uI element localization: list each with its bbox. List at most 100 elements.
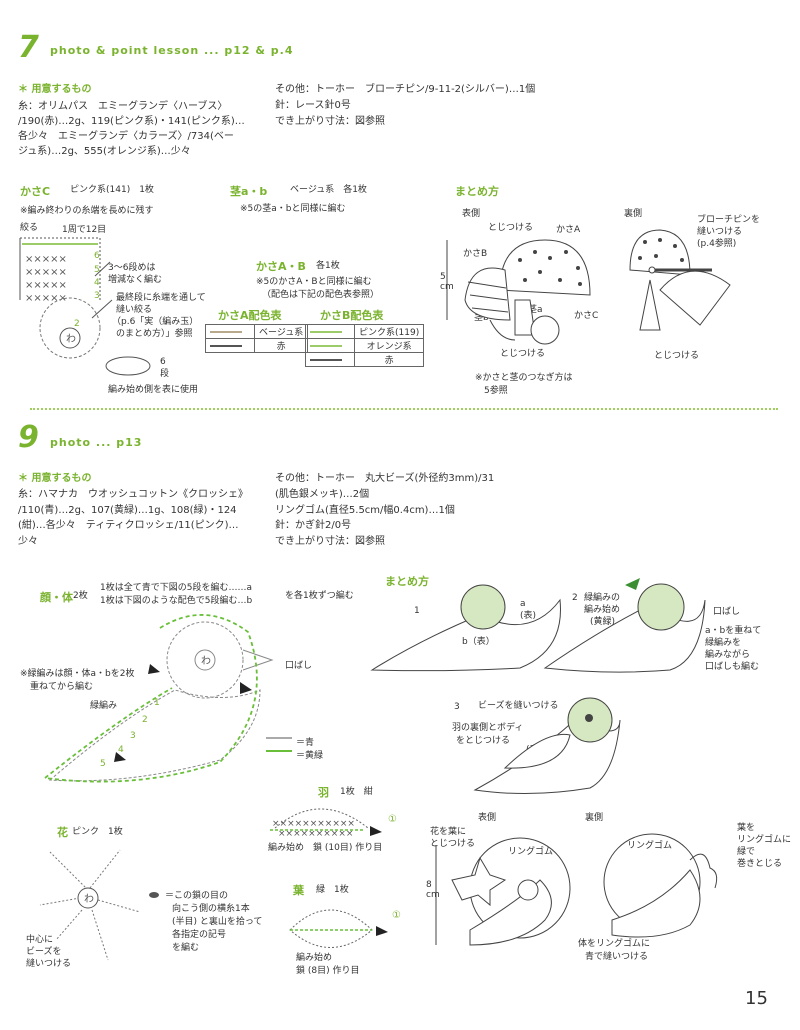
kasaC-row-4: 4 — [94, 278, 100, 288]
section9-other-2: リングゴム(直径5.5cm/幅0.4cm)…1個 — [275, 505, 455, 516]
s7-kasaB: かさB — [463, 249, 488, 259]
kasaC-note-b1: 最終段に糸端を通して — [116, 293, 206, 303]
flower-note1: ＝この鎖の目の — [165, 891, 229, 901]
s9-beak: 口ばし — [713, 607, 741, 617]
kasaC-center: わ — [66, 333, 76, 345]
section9-heading: photo ... p13 — [50, 436, 143, 449]
kasaC-rows: 6段 — [160, 357, 170, 379]
section9-yarn-1: /110(青)…2g、107(黄緑)…1g、108(緑)・124 — [18, 505, 237, 516]
kasaAB-desc: 各1枚 — [316, 261, 340, 271]
s9-ring1: リングゴム — [508, 847, 554, 857]
section9-yarn-2: (紺)…各少々 ティティクロッシェ/11(ピンク)… — [18, 520, 239, 531]
tableA-row: ベージュ系 — [205, 324, 309, 339]
section7-yarn-3: ジュ系)…2g、555(オレンジ系)…少々 — [18, 146, 191, 157]
section7-yarn-2: 各少々 エミーグランデ〈カラーズ〉/734(ベー — [18, 131, 234, 142]
s9-assembly-title: まとめ方 — [385, 575, 429, 588]
flower-center: わ — [84, 893, 94, 905]
section-divider — [30, 408, 778, 410]
wing-mark: ① — [388, 814, 397, 825]
head-beak: 口ばし — [285, 661, 313, 671]
section9-yarn-0: 糸：ハマナカ ウオッシュコットン《クロッシェ》 — [18, 489, 248, 500]
svg-text:×××××: ××××× — [25, 280, 67, 291]
kasaC-round: 1周で12目 — [62, 225, 107, 235]
s9-step2: 2 — [572, 593, 578, 603]
kasaC-desc: ピンク系(141) 1枚 — [70, 185, 154, 195]
flower-desc: ピンク 1枚 — [72, 827, 123, 837]
head-legend-green: ＝黄緑 — [296, 751, 324, 761]
stem-desc: ベージュ系 各1枚 — [290, 185, 367, 195]
head-title: 顔・体 — [40, 591, 73, 604]
s7-stemB: 茎b — [474, 313, 489, 323]
s7-stemA: 茎a — [528, 305, 543, 315]
s9-ab1: a・bを重ねて — [705, 626, 762, 636]
section9-other-4: でき上がり寸法：図参照 — [275, 536, 385, 547]
s9-ab2: 緑編みを — [705, 638, 742, 648]
kasaC-note-b3: （p.6「実（編み玉） — [112, 317, 199, 327]
tableB-row: ピンク系(119) — [305, 324, 425, 339]
flower-center2: ビーズを — [26, 947, 62, 957]
tableB-row: 赤 — [305, 352, 425, 367]
kasaC-shibo: 絞る — [20, 223, 39, 233]
tableB-row: オレンジ系 — [305, 338, 425, 353]
svg-text:×××××: ××××× — [25, 254, 67, 265]
section7-yarn-1: /190(赤)…2g、119(ピンク系)・141(ピンク系)… — [18, 116, 245, 127]
wing-title: 羽 — [318, 786, 329, 799]
flower-center3: 縫いつける — [26, 959, 72, 969]
head-both: を各1枚ずつ編む — [285, 591, 354, 601]
kasaAB-title: かさA・B — [256, 260, 306, 273]
s9-a-omote: a(表) — [520, 599, 537, 621]
s7-toji1: とじつける — [488, 223, 534, 233]
kasaC-title: かさC — [20, 185, 51, 198]
head-green-label: 緑編み — [90, 701, 118, 711]
s9-ab3: 編みながら — [705, 650, 751, 660]
s7-note2: 5参照 — [484, 386, 508, 396]
kasaAB-note1: ※5のかさA・Bと同様に編む — [256, 277, 372, 287]
s9-flower1: 花を葉に — [430, 827, 467, 837]
s7-assembly-title: まとめ方 — [455, 185, 499, 198]
tableB-title: かさB配色表 — [320, 309, 384, 322]
tableA: ベージュ系 赤 — [205, 324, 309, 353]
kasaC-note-a2: 増減なく編む — [108, 275, 163, 285]
s7-toji3: とじつける — [654, 351, 700, 361]
flower-note4: 各指定の記号 — [172, 930, 227, 940]
section7-materials-title: ＊ 用意するもの — [18, 84, 92, 95]
section7-other-2: でき上がり寸法：図参照 — [275, 116, 385, 127]
head-count: 2枚 — [73, 591, 88, 601]
section9-other-0: その他：トーホー 丸大ビーズ(外径約3mm)/31 — [275, 473, 495, 484]
s9-leaf3: 緑で — [737, 847, 756, 857]
tableA-row: 赤 — [205, 338, 309, 353]
s9-body1: 体をリングゴムに — [578, 939, 651, 949]
svg-text:×××××: ××××× — [25, 267, 67, 278]
leaf-caption2: 鎖 (8目) 作り目 — [296, 966, 360, 976]
s9-body2: 青で縫いつける — [585, 952, 649, 962]
flower-note3: (半目) と裏山を拾って — [172, 917, 263, 927]
s9-flower2: とじつける — [430, 839, 476, 849]
svg-text:××××××××××: ×××××××××× — [278, 829, 353, 839]
flower-center1: 中心に — [26, 935, 54, 945]
leaf-desc: 緑 1枚 — [316, 885, 349, 895]
leaf-mark: ① — [392, 910, 401, 921]
s9-wing2: をとじつける — [456, 736, 511, 746]
s9-step1: 1 — [414, 606, 420, 616]
tableB-cell: 赤 — [353, 352, 425, 367]
head-note2: 重ねてから編む — [30, 682, 94, 692]
kasaC-note-b2: 縫い絞る — [116, 305, 153, 315]
s7-back: 裏側 — [624, 209, 643, 219]
kasaC-row-5: 5 — [94, 265, 100, 275]
s7-pin1: ブローチピンを — [697, 215, 761, 225]
s9-green2: 編み始め — [584, 605, 621, 615]
head-note1: ※緑編みは顔・体a・bを2枚 — [20, 669, 135, 679]
kasaC-row-6: 6 — [94, 251, 100, 261]
s9-leaf1: 葉を — [737, 823, 756, 833]
s7-kasaA: かさA — [556, 225, 581, 235]
s9-back: 裏側 — [585, 813, 604, 823]
s9-leaf2: リングゴムに — [737, 835, 792, 845]
head-line1: 1枚は全て青で下図の5段を編む……a — [100, 583, 252, 593]
flower-note5: を編む — [172, 943, 200, 953]
svg-text:×××××××××××: ××××××××××× — [272, 819, 355, 829]
